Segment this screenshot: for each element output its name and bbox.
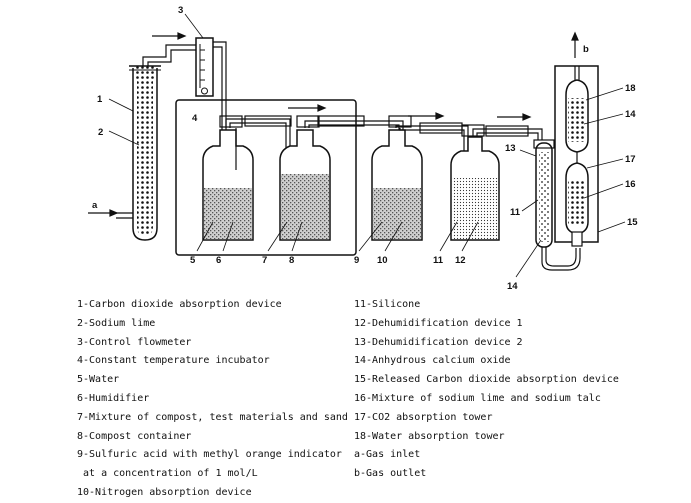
co2-water-absorption-frame bbox=[554, 65, 599, 247]
callout-11: 11 bbox=[433, 255, 444, 266]
outlet-label: b bbox=[583, 44, 589, 55]
humidifier-bottle bbox=[202, 115, 291, 241]
legend-item: a-Gas inlet bbox=[354, 449, 421, 461]
leader-lines bbox=[108, 13, 626, 278]
compost-bottle bbox=[279, 115, 404, 241]
legend-item: 1-Carbon dioxide absorption device bbox=[77, 299, 282, 310]
legend-item: 8-Compost container bbox=[77, 430, 192, 442]
legend-item: 4-Constant temperature incubator bbox=[77, 355, 270, 367]
legend-item: 18-Water absorption tower bbox=[354, 430, 505, 442]
callout-13: 13 bbox=[505, 143, 516, 154]
callout-14b: 14 bbox=[507, 281, 518, 292]
legend-item: b-Gas outlet bbox=[354, 468, 427, 480]
legend-item: 5-Water bbox=[77, 374, 120, 386]
legend-item: at a concentration of 1 mol/L bbox=[77, 468, 258, 480]
callout-7: 7 bbox=[262, 255, 267, 266]
legend-item: 2-Sodium lime bbox=[77, 317, 156, 329]
legend-item: 10-Nitrogen absorption device bbox=[77, 486, 252, 498]
legend-right-column: 11-Silicone 12-Dehumidification device 1… bbox=[354, 296, 619, 484]
co2-absorption-tube bbox=[116, 44, 196, 241]
incubator-box bbox=[175, 99, 357, 256]
legend-item: 13-Dehumidification device 2 bbox=[354, 336, 523, 348]
nitrogen-absorption-bottle bbox=[371, 115, 469, 241]
dehumidification-bottle-1 bbox=[450, 124, 543, 241]
legend-left-column: 1-Carbon dioxide absorption device 2-Sod… bbox=[77, 296, 348, 503]
legend-item: 14-Anhydrous calcium oxide bbox=[354, 355, 511, 367]
callout-18: 18 bbox=[625, 83, 636, 94]
legend-item: 11-Silicone bbox=[354, 299, 421, 310]
callout-11b: 11 bbox=[510, 207, 521, 218]
flow-arrows bbox=[88, 31, 579, 217]
flowmeter bbox=[195, 37, 227, 225]
silicone-connectors bbox=[244, 115, 529, 137]
callout-17: 17 bbox=[625, 154, 636, 165]
callout-5: 5 bbox=[190, 255, 196, 266]
callout-8: 8 bbox=[289, 255, 294, 266]
apparatus-diagram: 1 2 3 4 5 6 7 8 9 10 11 12 13 11 14 18 1… bbox=[88, 5, 638, 292]
callout-1: 1 bbox=[97, 94, 103, 105]
legend-item: 12-Dehumidification device 1 bbox=[354, 317, 523, 329]
legend-item: 17-CO2 absorption tower bbox=[354, 411, 493, 423]
legend-item: 6-Humidifier bbox=[77, 392, 150, 404]
callout-3: 3 bbox=[178, 5, 183, 16]
callout-16: 16 bbox=[625, 179, 636, 190]
callout-15: 15 bbox=[627, 217, 638, 228]
legend-item: 9-Sulfuric acid with methyl orange indic… bbox=[77, 449, 342, 461]
legend-item: 7-Mixture of compost, test materials and… bbox=[77, 411, 348, 423]
callout-2: 2 bbox=[98, 127, 103, 138]
callout-9: 9 bbox=[354, 255, 359, 266]
callout-14: 14 bbox=[625, 109, 636, 120]
callout-6: 6 bbox=[216, 255, 221, 266]
inlet-label: a bbox=[92, 200, 98, 211]
callout-12: 12 bbox=[455, 255, 466, 266]
legend-item: 15-Released Carbon dioxide absorption de… bbox=[354, 374, 619, 386]
dehumidification-device-2 bbox=[533, 139, 581, 271]
legend-item: 16-Mixture of sodium lime and sodium tal… bbox=[354, 392, 601, 404]
legend-item: 3-Control flowmeter bbox=[77, 336, 192, 348]
callout-4: 4 bbox=[192, 113, 198, 124]
callout-10: 10 bbox=[377, 255, 388, 266]
